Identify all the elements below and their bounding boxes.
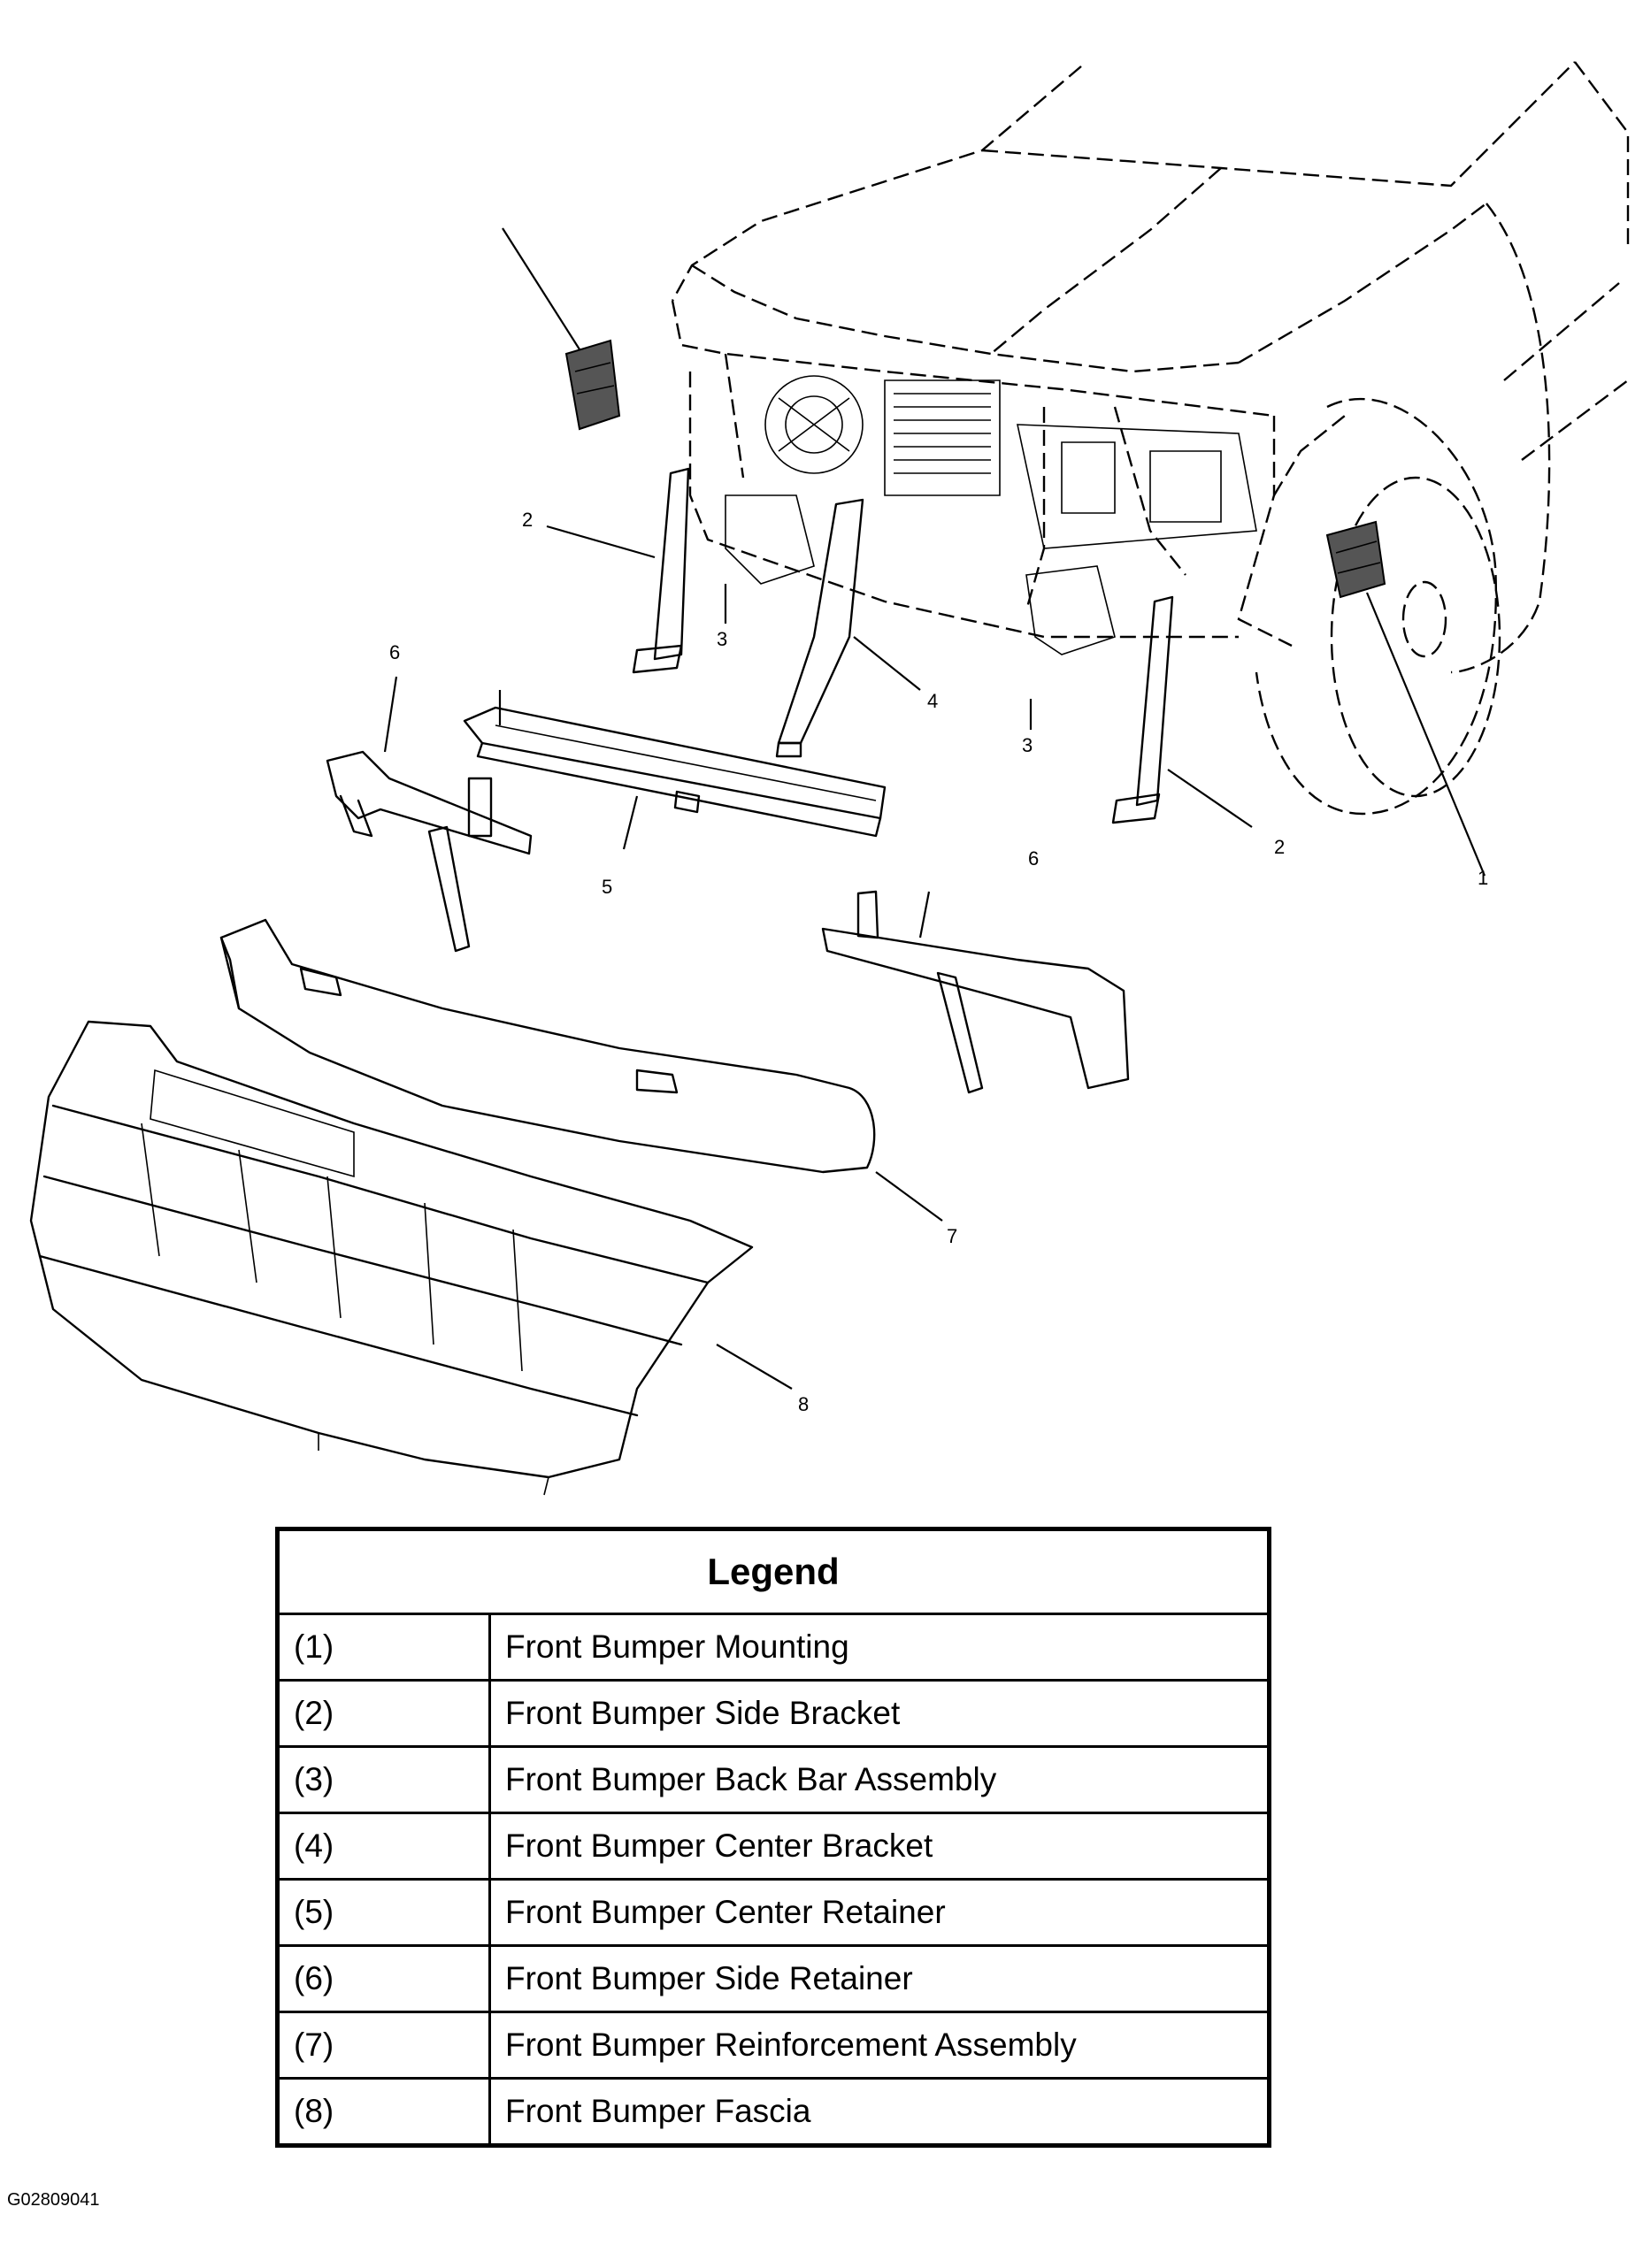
- legend-description: Front Bumper Fascia: [488, 2077, 1271, 2147]
- legend-description: Front Bumper Side Bracket: [488, 1679, 1271, 1748]
- vehicle-outline: [671, 61, 1630, 816]
- bumper-mounting-right: [1325, 520, 1386, 599]
- callout-1: 1: [1478, 867, 1488, 889]
- legend-table: Legend (1) Front Bumper Mounting (2) Fro…: [275, 1527, 1271, 2148]
- side-bracket-left: [632, 467, 690, 674]
- center-bracket: [775, 498, 864, 758]
- side-bracket-right: [1111, 595, 1174, 824]
- side-retainer-right: [821, 890, 1130, 1094]
- legend-number: (4): [276, 1812, 491, 1881]
- legend-row: (3) Front Bumper Back Bar Assembly: [276, 1745, 1271, 1814]
- legend-description: Front Bumper Back Bar Assembly: [488, 1745, 1271, 1814]
- legend-number: (5): [276, 1878, 491, 1947]
- legend-description: Front Bumper Center Bracket: [488, 1812, 1271, 1881]
- callout-6-left: 6: [389, 641, 400, 663]
- center-retainer: [463, 690, 887, 838]
- legend-row: (5) Front Bumper Center Retainer: [276, 1878, 1271, 1947]
- callout-6-right: 6: [1028, 847, 1039, 870]
- legend-row: (6) Front Bumper Side Retainer: [276, 1944, 1271, 2013]
- side-retainer-left: [326, 750, 533, 953]
- callout-2-right: 2: [1274, 836, 1285, 858]
- legend-number: (1): [276, 1613, 491, 1682]
- callout-2-left: 2: [522, 509, 533, 531]
- legend-description: Front Bumper Mounting: [488, 1613, 1271, 1682]
- legend-number: (8): [276, 2077, 491, 2147]
- callout-3-left: 3: [717, 628, 727, 650]
- legend-number: (6): [276, 1944, 491, 2013]
- legend-row: (4) Front Bumper Center Bracket: [276, 1812, 1271, 1881]
- legend-row: (1) Front Bumper Mounting: [276, 1613, 1271, 1682]
- legend-number: (3): [276, 1745, 491, 1814]
- callout-4: 4: [927, 690, 938, 712]
- exploded-view-diagram: 1 2 2 3 3 4 5 6 6 7 8: [29, 61, 1630, 1496]
- callout-7: 7: [947, 1225, 957, 1247]
- legend-description: Front Bumper Reinforcement Assembly: [488, 2011, 1271, 2080]
- bumper-fascia: [29, 1020, 754, 1496]
- legend-description: Front Bumper Side Retainer: [488, 1944, 1271, 2013]
- callout-5: 5: [602, 876, 612, 898]
- legend-title: Legend: [276, 1528, 1271, 1615]
- legend-row: (2) Front Bumper Side Bracket: [276, 1679, 1271, 1748]
- callout-8: 8: [798, 1393, 809, 1415]
- legend-number: (2): [276, 1679, 491, 1748]
- figure-id: G02809041: [7, 2190, 100, 2210]
- callout-3-right: 3: [1022, 734, 1033, 756]
- legend-row: (7) Front Bumper Reinforcement Assembly: [276, 2011, 1271, 2080]
- reinforcement-assembly: [219, 918, 876, 1174]
- legend-number: (7): [276, 2011, 491, 2080]
- bumper-mounting-left: [502, 227, 621, 431]
- leader-lines: [383, 525, 1486, 1390]
- legend-description: Front Bumper Center Retainer: [488, 1878, 1271, 1947]
- legend-row: (8) Front Bumper Fascia: [276, 2077, 1271, 2147]
